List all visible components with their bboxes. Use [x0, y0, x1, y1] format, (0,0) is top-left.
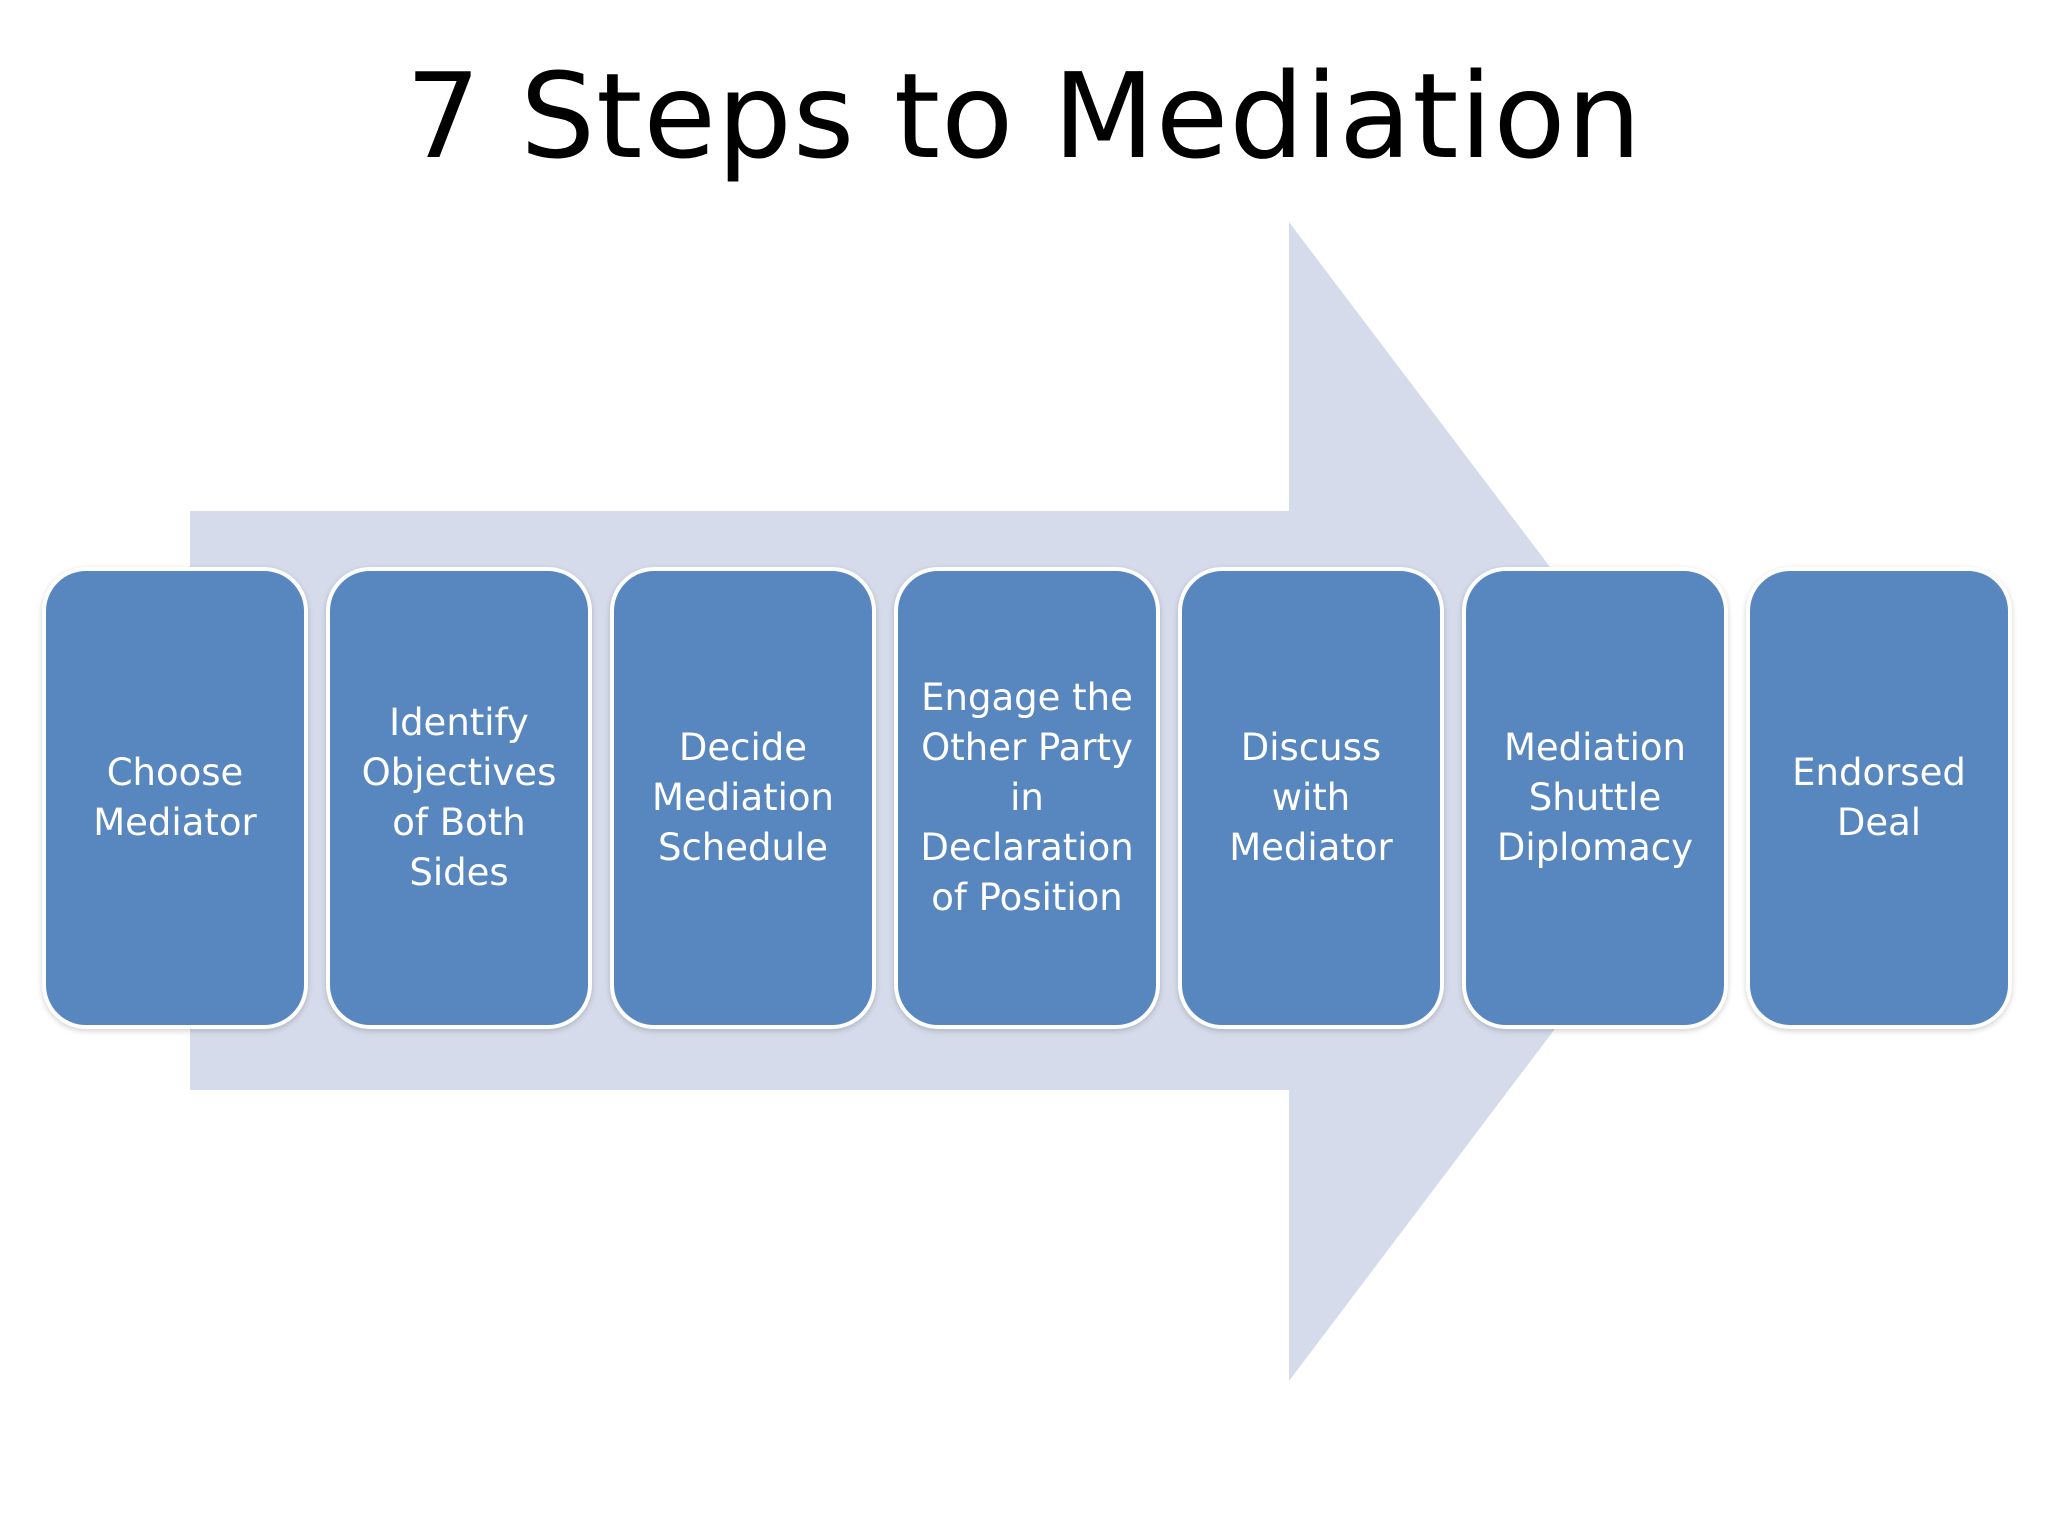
- step-label: Identify Objectives of Both Sides: [361, 701, 557, 894]
- step-label: Endorsed Deal: [1792, 751, 1966, 844]
- step-label: Choose Mediator: [93, 751, 257, 844]
- step-box-1: Choose Mediator: [42, 567, 308, 1029]
- step-box-3: Decide Mediation Schedule: [610, 567, 876, 1029]
- step-label: Discuss with Mediator: [1229, 726, 1393, 869]
- step-label: Decide Mediation Schedule: [651, 726, 834, 869]
- step-label: Engage the Other Party in Declaration of…: [920, 676, 1134, 919]
- step-box-4: Engage the Other Party in Declaration of…: [894, 567, 1160, 1029]
- step-box-2: Identify Objectives of Both Sides: [326, 567, 592, 1029]
- step-box-6: Mediation Shuttle Diplomacy: [1462, 567, 1728, 1029]
- step-box-5: Discuss with Mediator: [1178, 567, 1444, 1029]
- slide-title: 7 Steps to Mediation: [405, 47, 1643, 185]
- step-box-7: Endorsed Deal: [1746, 567, 2012, 1029]
- step-label: Mediation Shuttle Diplomacy: [1496, 726, 1694, 869]
